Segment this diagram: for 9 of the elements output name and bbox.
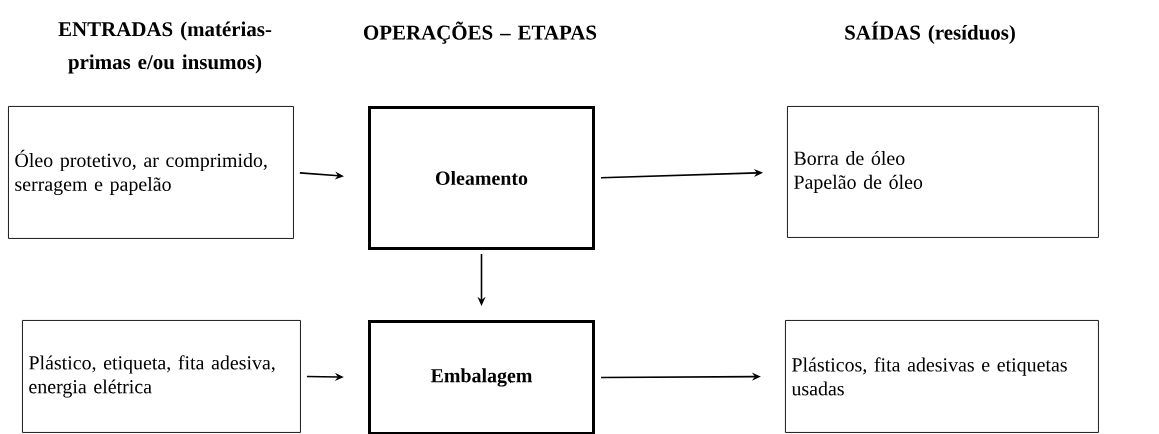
material-box: Borra de óleo Papelão de óleo [787,106,1099,238]
column-heading: SAÍDAS (resíduos) [845,21,1015,44]
material-box: Plástico, etiqueta, fita adesiva, energia elétrica [22,320,301,433]
material-box: Óleo protetivo, ar comprimido, serragem e papelão [8,106,294,239]
material-box: Plásticos, fita adesivas e etiquetas usadas [785,320,1099,433]
operation-box: Embalagem [368,320,595,434]
operation-box: Oleamento [368,106,595,250]
column-heading: OPERAÇÕES – ETAPAS [364,21,597,44]
column-heading: ENTRADAS (matérias-primas e/ou insumos) [58,21,272,74]
